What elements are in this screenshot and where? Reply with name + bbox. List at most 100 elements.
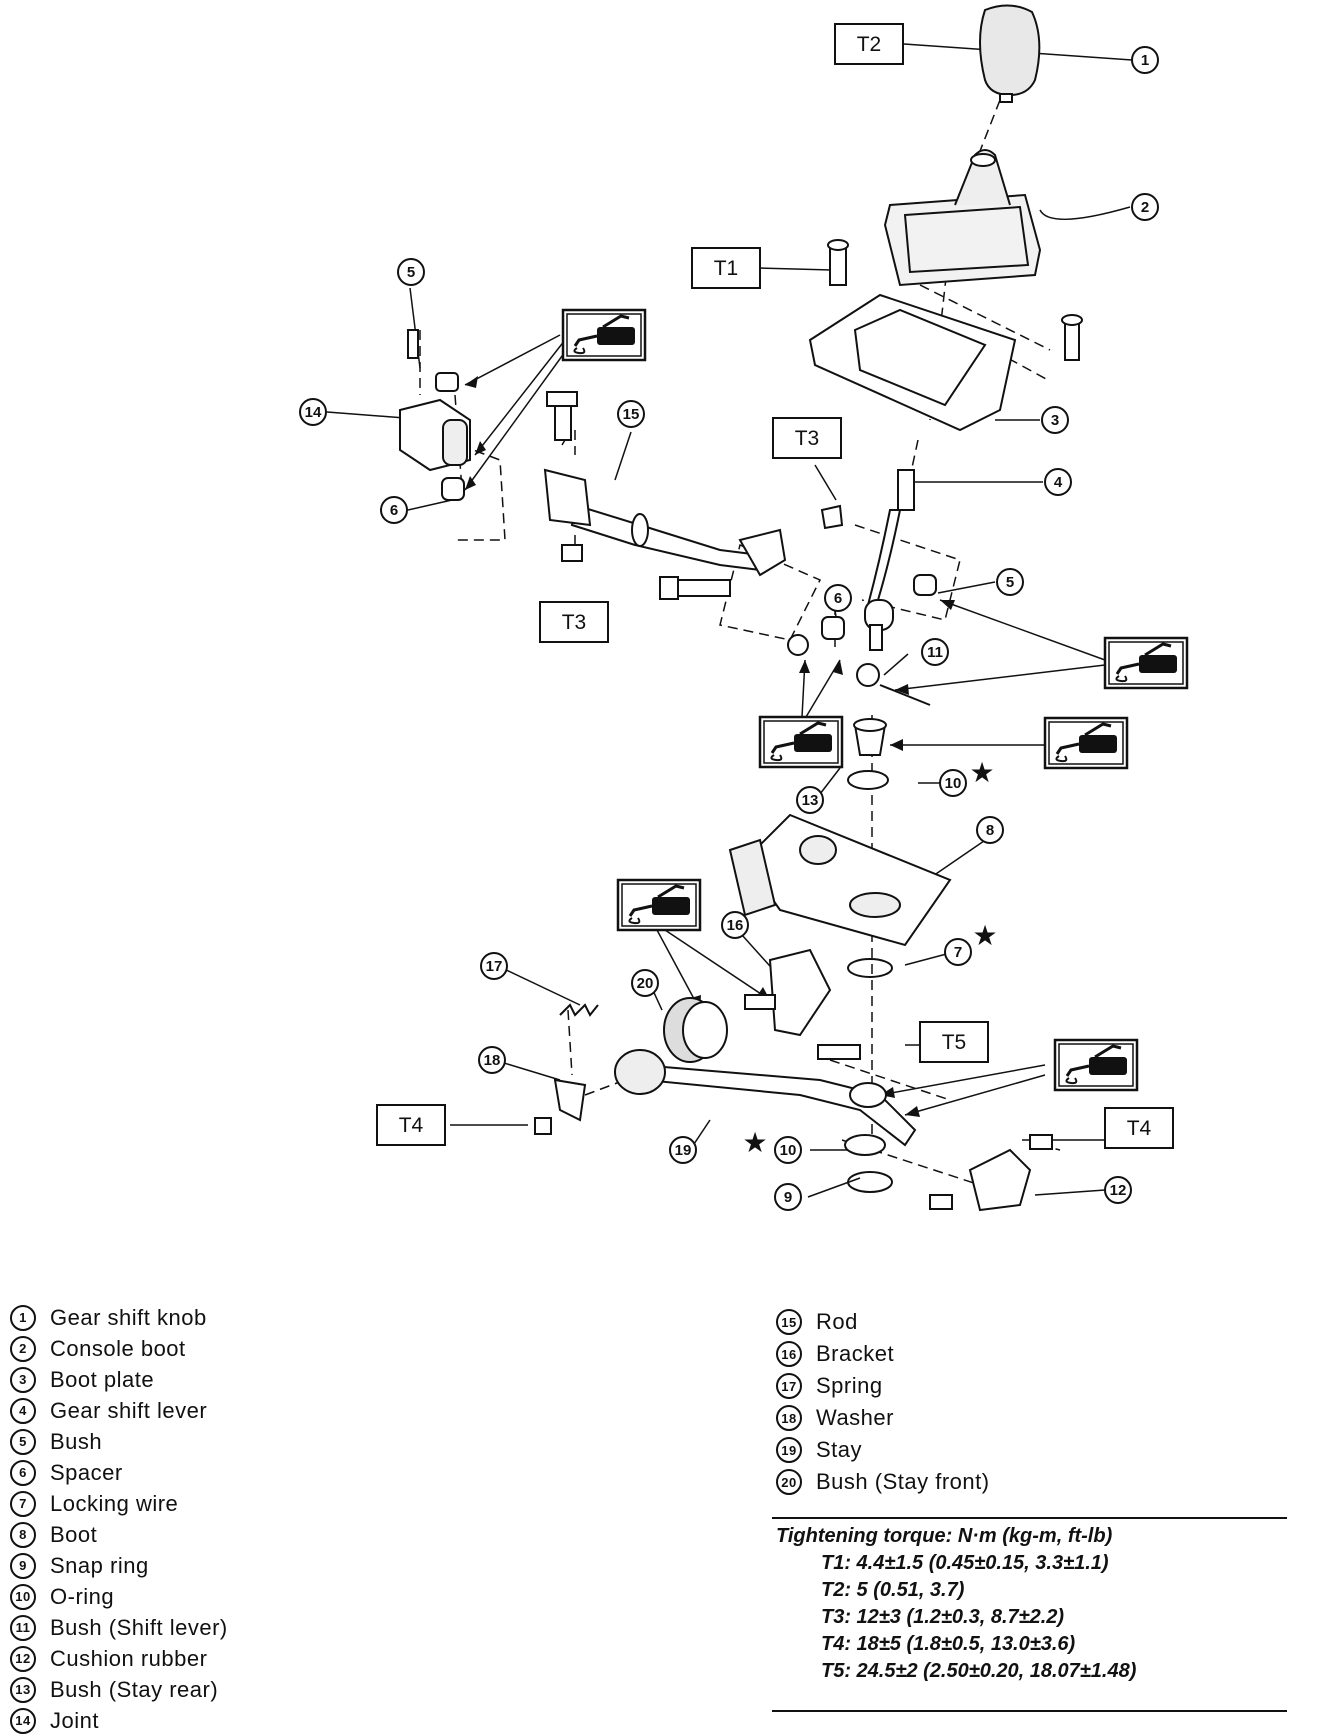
exploded-diagram: T2 T1 T3 T3 T5 T4 T4 1 2 3 4 [299, 4, 1189, 1212]
torque-tag: T4 [1127, 1117, 1152, 1140]
divider-bottom [772, 1710, 1287, 1712]
torque-tag: T3 [795, 427, 820, 450]
legend-number: 18 [776, 1405, 802, 1431]
legend-label: Spring [816, 1373, 883, 1398]
legend-number: 7 [10, 1490, 36, 1517]
callout-number: 6 [834, 590, 842, 607]
legend-item: 15 Rod [776, 1306, 990, 1338]
star-mark: ★ [742, 1127, 767, 1158]
torque-row: T5: 24.5±2 (2.50±0.20, 18.07±1.48) [821, 1660, 1137, 1682]
legend-label: Boot [50, 1521, 98, 1547]
legend-item: 19 Stay [776, 1434, 990, 1466]
legend-number: 3 [10, 1366, 36, 1393]
torque-tag: T2 [857, 33, 882, 56]
grease-icon-1 [561, 308, 647, 362]
grease-icon-3 [758, 715, 844, 769]
legend-item: 14 Joint [10, 1705, 228, 1736]
legend-item: 12 Cushion rubber [10, 1643, 228, 1674]
legend-label: Gear shift knob [50, 1304, 207, 1330]
legend-item: 17 Spring [776, 1370, 990, 1402]
callout-number: 12 [1110, 1182, 1127, 1199]
callout-number: 11 [927, 644, 943, 661]
legend-item: 4 Gear shift lever [10, 1395, 228, 1426]
callout-number: 6 [390, 502, 398, 519]
callout-number: 2 [1141, 199, 1149, 216]
legend-number: 14 [10, 1707, 36, 1734]
console-boot-shape [883, 193, 1042, 287]
legend-number: 8 [10, 1521, 36, 1548]
callout-number: 19 [675, 1142, 692, 1159]
stay-shape [638, 1063, 917, 1147]
legend-number: 6 [10, 1459, 36, 1486]
callout-number: 14 [305, 404, 322, 421]
boot-plate-shape [808, 293, 1017, 432]
torque-tag: T1 [714, 257, 739, 280]
grease-icon-2 [1103, 636, 1189, 690]
gear-shift-lever-shape [866, 509, 902, 607]
legend-label: Rod [816, 1309, 858, 1334]
callout-number: 5 [1006, 574, 1014, 591]
legend-label: Bush (Shift lever) [50, 1614, 228, 1640]
legend-number: 2 [10, 1335, 36, 1362]
legend-label: Bush (Stay front) [816, 1469, 990, 1494]
grease-icon-6 [1053, 1038, 1139, 1092]
torque-row: T1: 4.4±1.5 (0.45±0.15, 3.3±1.1) [821, 1552, 1109, 1574]
callout-number: 3 [1051, 412, 1059, 429]
legend-label: Spacer [50, 1459, 123, 1485]
legend-label: Console boot [50, 1335, 186, 1361]
torque-row: T4: 18±5 (1.8±0.5, 13.0±3.6) [821, 1633, 1076, 1655]
legend-number: 10 [10, 1583, 36, 1610]
legend-item: 16 Bracket [776, 1338, 990, 1370]
legend-number: 4 [10, 1397, 36, 1424]
legend-number: 20 [776, 1469, 802, 1495]
gear-shift-knob-shape [979, 4, 1041, 97]
legend-item: 6 Spacer [10, 1457, 228, 1488]
callout-number: 16 [727, 917, 744, 934]
tightening-torque-table: Tightening torque: N·m (kg-m, ft-lb) T1:… [776, 1525, 1136, 1687]
callout-number: 5 [407, 264, 415, 281]
legend-number: 19 [776, 1437, 802, 1463]
legend-label: O-ring [50, 1583, 115, 1609]
legend-item: 10 O-ring [10, 1581, 228, 1612]
legend-label: Snap ring [50, 1552, 149, 1578]
grease-icon-5 [616, 878, 702, 932]
legend-number: 15 [776, 1309, 802, 1335]
callout-number: 9 [784, 1189, 792, 1206]
cushion-rubber-shape [968, 1148, 1032, 1212]
legend-label: Joint [50, 1707, 99, 1733]
callout-number: 13 [802, 792, 819, 809]
callout-number: 4 [1054, 474, 1063, 491]
star-mark: ★ [969, 757, 994, 788]
legend-number: 12 [10, 1645, 36, 1672]
callout-number: 7 [954, 944, 962, 961]
legend-item: 2 Console boot [10, 1333, 228, 1364]
legend-number: 17 [776, 1373, 802, 1399]
callout-number: 10 [780, 1142, 797, 1159]
legend-label: Gear shift lever [50, 1397, 208, 1423]
legend-number: 13 [10, 1676, 36, 1703]
legend-item: 9 Snap ring [10, 1550, 228, 1581]
legend-label: Bush [50, 1428, 103, 1454]
legend-number: 9 [10, 1552, 36, 1579]
torque-tag: T3 [562, 611, 587, 634]
torque-tag: T5 [942, 1031, 967, 1054]
bracket-shape [768, 948, 832, 1037]
divider-top [772, 1517, 1287, 1519]
legend-label: Bracket [816, 1341, 895, 1366]
callout-number: 17 [486, 958, 503, 975]
legend-label: Cushion rubber [50, 1645, 208, 1671]
star-mark: ★ [972, 920, 997, 951]
legend-number: 16 [776, 1341, 802, 1367]
legend-label: Stay [816, 1437, 863, 1462]
torque-tag: T4 [399, 1114, 424, 1137]
callout-number: 20 [637, 975, 654, 992]
